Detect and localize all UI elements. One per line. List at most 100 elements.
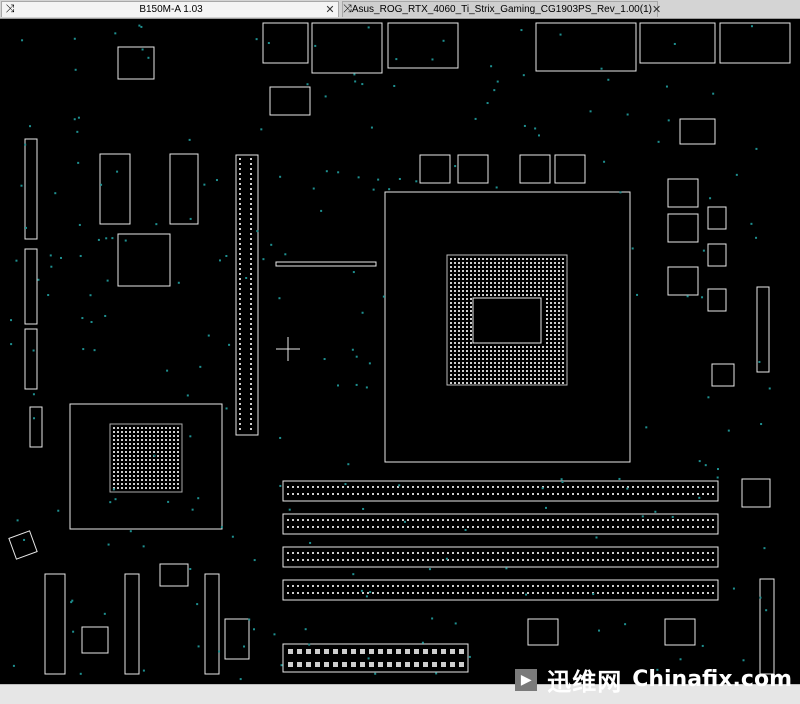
pad (462, 278, 464, 280)
pad (490, 370, 492, 372)
pad (377, 178, 380, 181)
pad (129, 455, 131, 457)
boardview-canvas[interactable] (0, 19, 800, 684)
pad (327, 519, 329, 521)
pad (432, 526, 434, 528)
pad (742, 659, 745, 662)
pad (270, 243, 273, 246)
pad (315, 662, 320, 667)
pad (422, 519, 424, 521)
pad (617, 552, 619, 554)
pcb-layout[interactable] (0, 19, 800, 684)
pad (487, 559, 489, 561)
pad (478, 350, 480, 352)
pad (125, 487, 127, 489)
pad (512, 585, 514, 587)
pad (558, 342, 560, 344)
pad (169, 447, 171, 449)
pad (239, 303, 241, 305)
pad (342, 585, 344, 587)
pad (186, 394, 189, 397)
pad (538, 290, 540, 292)
pad (368, 362, 371, 365)
pad (520, 29, 523, 32)
pad (592, 526, 594, 528)
pad (532, 559, 534, 561)
pad (692, 552, 694, 554)
pad (447, 519, 449, 521)
tab-b150m-a[interactable]: ⤨ B150M-A 1.03 ✕ (1, 1, 339, 17)
pad (671, 515, 674, 518)
pad (173, 435, 175, 437)
pad (437, 526, 439, 528)
pad (442, 552, 444, 554)
pad (562, 519, 564, 521)
pad (177, 483, 179, 485)
pad (454, 362, 456, 364)
pad (352, 526, 354, 528)
pad (121, 431, 123, 433)
pad (327, 585, 329, 587)
pad (121, 463, 123, 465)
cpu-socket (384, 191, 631, 463)
pad (687, 585, 689, 587)
pad (245, 277, 248, 280)
pad (667, 519, 669, 521)
pad (250, 308, 252, 310)
pad (454, 382, 456, 384)
pad (514, 266, 516, 268)
pad (470, 258, 472, 260)
pad (161, 439, 163, 441)
pad (554, 382, 556, 384)
pad (522, 270, 524, 272)
pad (546, 314, 548, 316)
pad (507, 526, 509, 528)
pad (552, 526, 554, 528)
pad (470, 378, 472, 380)
pad (382, 493, 384, 495)
pad (332, 552, 334, 554)
pad (177, 487, 179, 489)
pad (702, 592, 704, 594)
pad (462, 298, 464, 300)
pad (347, 552, 349, 554)
pad (546, 294, 548, 296)
pad (397, 526, 399, 528)
pad (239, 323, 241, 325)
close-icon[interactable]: ✕ (325, 3, 335, 16)
pad (478, 262, 480, 264)
pad (514, 294, 516, 296)
pad (486, 294, 488, 296)
pad (472, 486, 474, 488)
pad (482, 278, 484, 280)
pad (514, 258, 516, 260)
pad (514, 290, 516, 292)
pad (297, 526, 299, 528)
pad-grid (113, 158, 714, 667)
pad (357, 552, 359, 554)
pad (538, 370, 540, 372)
pad (317, 493, 319, 495)
pad (538, 278, 540, 280)
pad (450, 318, 452, 320)
pad (550, 354, 552, 356)
pad (133, 455, 135, 457)
pad (372, 585, 374, 587)
pad (452, 519, 454, 521)
tab-asus-rog-rtx4060[interactable]: ⤨ Asus_ROG_RTX_4060_Ti_Strix_Gaming_CG19… (342, 1, 662, 17)
pad (458, 278, 460, 280)
close-icon[interactable]: ✕ (651, 3, 662, 16)
pad (279, 175, 282, 178)
pad (492, 585, 494, 587)
pad (558, 310, 560, 312)
pad (527, 585, 529, 587)
pad (302, 486, 304, 488)
pad (105, 237, 108, 240)
pad (697, 493, 699, 495)
pad (554, 334, 556, 336)
pad (506, 382, 508, 384)
pad (702, 526, 704, 528)
pad (592, 593, 595, 596)
pad (763, 547, 766, 550)
pad (567, 552, 569, 554)
